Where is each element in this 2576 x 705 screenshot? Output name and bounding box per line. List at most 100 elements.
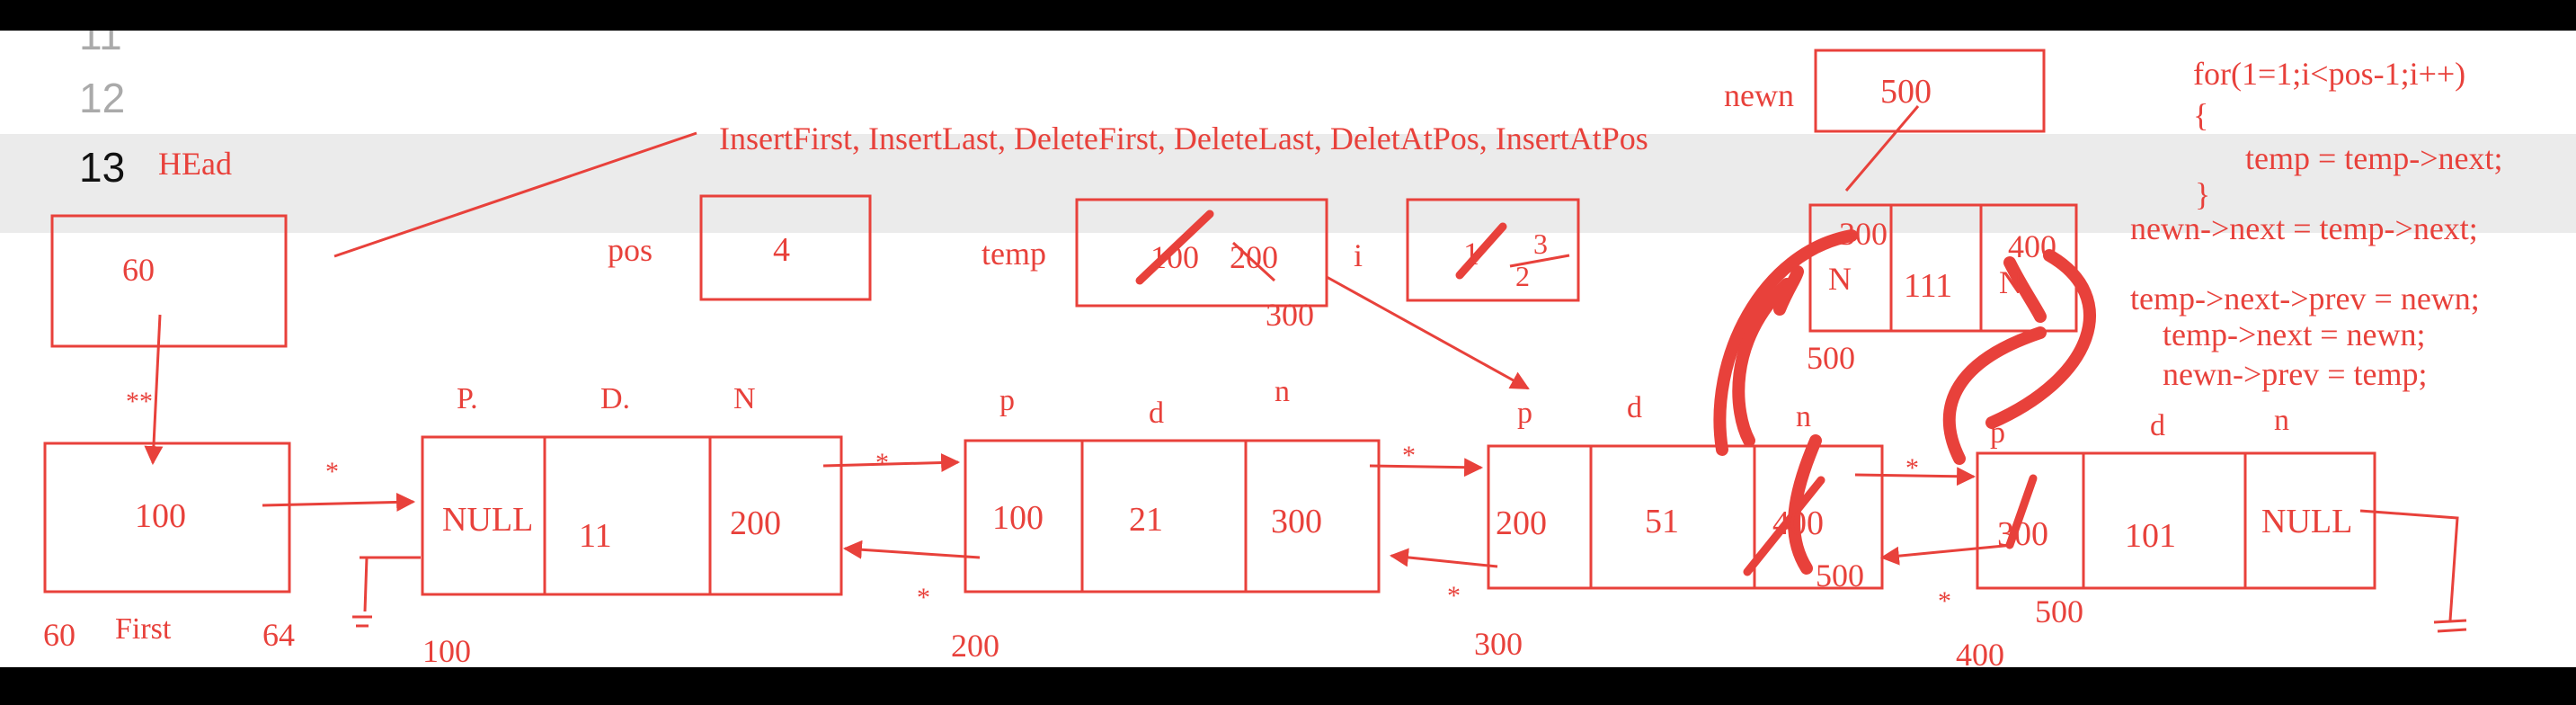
editor-canvas[interactable]: 11 12 13 xyxy=(0,31,2576,667)
node-2-header-d: d xyxy=(1149,397,1164,430)
pos-box xyxy=(699,194,872,301)
newn-next-above: 400 xyxy=(2008,228,2056,264)
newn-pointer-line xyxy=(1844,105,1920,192)
node-1-next: 200 xyxy=(730,504,781,542)
insert-curve-next-inner xyxy=(1942,326,2047,465)
node-3 xyxy=(1487,444,1884,590)
node-3-next-arrow xyxy=(1854,467,1976,486)
i-label: i xyxy=(1354,237,1363,273)
node-2-next-arrow xyxy=(1369,458,1484,477)
node-4-addr-over: 500 xyxy=(2035,593,2083,629)
i-box xyxy=(1406,198,1580,302)
temp-strike-2 xyxy=(1231,241,1276,282)
node-4-prev-strike xyxy=(2005,474,2038,549)
double-star-marker: ** xyxy=(126,387,153,416)
node-3-addr: 300 xyxy=(1474,626,1523,662)
first-to-node-1-arrow xyxy=(262,492,416,512)
new-node xyxy=(1808,203,2078,333)
node-1-data: 11 xyxy=(579,517,612,555)
line-number-11: 11 xyxy=(79,31,122,58)
node-4-header-p: p xyxy=(1990,416,2005,450)
i-value-old: 1 xyxy=(1463,236,1479,272)
code-line-1: for(1=1;i<pos-1;i++) xyxy=(2193,56,2465,92)
node-4-data: 101 xyxy=(2125,517,2176,555)
current-line-highlight xyxy=(0,134,2576,233)
top-black-bar xyxy=(0,0,2576,31)
bottom-black-bar xyxy=(0,667,2576,705)
i-value-current: 3 xyxy=(1533,228,1548,260)
node-4-header-n: n xyxy=(2274,404,2289,437)
temp-strike-1 xyxy=(1135,210,1214,285)
node-4-prev-arrow xyxy=(1879,543,2014,566)
ground-right-1 xyxy=(2433,619,2467,624)
node-4-header-d: d xyxy=(2150,409,2165,442)
code-line-3: temp = temp->next; xyxy=(2245,140,2503,176)
ground-right-2 xyxy=(2437,628,2467,633)
i-strike-2 xyxy=(1509,254,1570,268)
code-line-2: { xyxy=(2193,97,2208,133)
first-box-value: 100 xyxy=(135,497,186,535)
node-1 xyxy=(421,435,843,596)
node-2-next: 300 xyxy=(1271,503,1322,540)
insert-curve-next-outer xyxy=(1985,249,2096,429)
node-2 xyxy=(964,439,1381,593)
node-4-addr: 400 xyxy=(1956,637,2004,673)
newn-variable-box xyxy=(1814,49,2046,133)
first-box xyxy=(43,442,291,593)
node-3-header-n: n xyxy=(1796,400,1811,433)
node-3-next-strike xyxy=(1743,476,1825,576)
code-line-6: temp->next->prev = newn; xyxy=(2130,281,2480,317)
newn-data-cell: 111 xyxy=(1904,267,1952,305)
newn-addr: 500 xyxy=(1807,340,1855,376)
line-number-13: 13 xyxy=(79,144,126,191)
node-3-header-d: d xyxy=(1627,391,1642,424)
code-line-4: } xyxy=(2195,176,2210,212)
pos-value: 4 xyxy=(773,231,790,269)
star-marker-node-1-next: * xyxy=(875,448,889,477)
temp-pointer-arrow xyxy=(1326,275,1530,390)
node-2-prev-arrow xyxy=(842,540,981,559)
code-line-5: newn->next = temp->next; xyxy=(2130,210,2478,246)
null-ground-stem-left xyxy=(363,557,369,612)
node-2-addr: 200 xyxy=(951,628,999,664)
node-3-prev-arrow xyxy=(1389,548,1498,568)
newn-next-cell: N xyxy=(1999,264,2022,300)
insert-curve-prev-inner xyxy=(1732,278,1793,447)
star-marker-node-4-prev: * xyxy=(1938,586,1951,616)
node-3-header-p: p xyxy=(1517,397,1532,430)
null-ground-stem-right xyxy=(2359,509,2459,621)
node-2-header-n: n xyxy=(1275,375,1290,408)
temp-label: temp xyxy=(982,236,1046,272)
node-3-data: 51 xyxy=(1645,503,1679,540)
newn-prev-cell: N xyxy=(1828,261,1852,297)
node-2-data: 21 xyxy=(1129,501,1163,539)
operations-connector-line xyxy=(333,131,697,258)
star-marker-node-3-prev: * xyxy=(1447,581,1461,611)
node-1-prev: NULL xyxy=(442,501,533,539)
first-addr-left: 60 xyxy=(43,617,76,653)
node-1-addr: 100 xyxy=(422,633,471,669)
insert-curve-prev-outer xyxy=(1713,229,1858,456)
code-line-8: newn->prev = temp; xyxy=(2163,356,2428,392)
head-to-first-arrow xyxy=(144,314,164,466)
temp-below-value: 300 xyxy=(1266,297,1314,333)
newn-value: 500 xyxy=(1880,73,1932,111)
star-marker-node-2-prev: * xyxy=(917,583,930,612)
node-4 xyxy=(1976,451,2376,590)
node-3-next-over: 500 xyxy=(1816,558,1864,593)
node-2-prev: 100 xyxy=(992,499,1044,537)
newn-label: newn xyxy=(1724,77,1794,113)
insert-curve-next-tip xyxy=(2003,256,2047,323)
node-3-next: 400 xyxy=(1772,504,1824,542)
node-1-header-n: N xyxy=(733,382,756,415)
line-number-12: 12 xyxy=(79,75,126,121)
head-box xyxy=(50,214,288,348)
i-value-mid: 2 xyxy=(1515,260,1530,292)
star-marker-node-3-next: * xyxy=(1905,453,1919,483)
node-4-next: NULL xyxy=(2261,503,2352,540)
node-4-prev: 300 xyxy=(1997,515,2048,553)
node-2-header-p: p xyxy=(999,384,1015,417)
head-box-value: 60 xyxy=(122,252,155,288)
insert-curve-prev-tip xyxy=(1773,265,1804,316)
